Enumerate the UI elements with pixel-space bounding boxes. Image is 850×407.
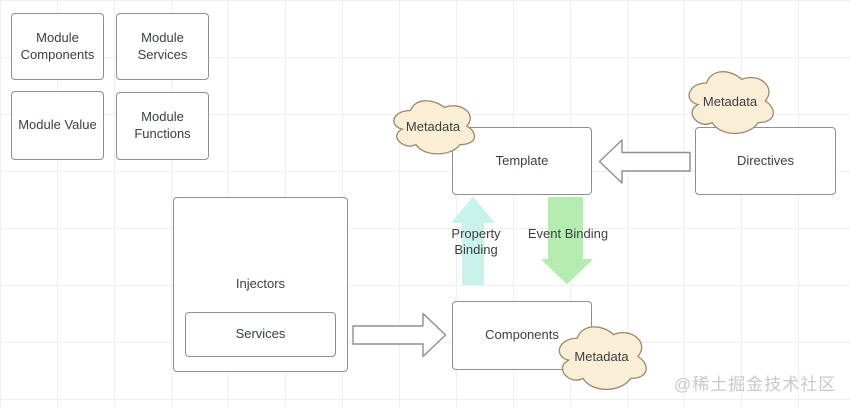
directives-label: Directives [736, 152, 795, 168]
cloud-icon [683, 65, 777, 137]
module-components-box: Module Components [11, 13, 104, 80]
right-arrow-shape [352, 312, 447, 358]
cloud-shape [689, 72, 773, 134]
services-label: Services [235, 326, 286, 342]
property-binding-label: Property Binding [451, 226, 501, 257]
template-metadata-label: Metadata [405, 118, 461, 134]
injectors-box: Injectors Services [173, 197, 348, 372]
down-arrow-shape [542, 197, 592, 284]
left-arrow-shape [598, 139, 691, 184]
module-services-box: Module Services [116, 13, 209, 80]
injectors-label: Injectors [235, 276, 286, 292]
event-binding-arrow-icon [542, 197, 592, 284]
cloud-icon [388, 95, 478, 157]
property-binding-arrow-icon [452, 197, 494, 285]
services-to-components-arrow-icon [352, 312, 447, 358]
directives-to-template-arrow-icon [598, 139, 691, 184]
watermark: @稀土掘金技术社区 [674, 375, 837, 394]
cloud-shape [394, 101, 475, 154]
module-value-label: Module Value [18, 117, 97, 133]
template-box: Template [452, 127, 592, 195]
directives-metadata-cloud: Metadata [683, 65, 777, 137]
components-metadata-cloud: Metadata [553, 320, 650, 393]
template-label: Template [495, 152, 549, 168]
up-arrow-shape [452, 197, 494, 285]
module-components-label: Module Components [20, 29, 95, 62]
template-metadata-cloud: Metadata [388, 95, 478, 157]
module-value-box: Module Value [11, 91, 104, 160]
module-functions-box: Module Functions [116, 92, 209, 160]
cloud-icon [553, 320, 650, 393]
components-label: Components [485, 327, 559, 343]
directives-box: Directives [695, 127, 836, 195]
directives-metadata-label: Metadata [702, 93, 758, 109]
event-binding-label: Event Binding [527, 226, 609, 241]
components-box: Components [452, 301, 592, 370]
components-metadata-label: Metadata [574, 349, 629, 364]
module-functions-label: Module Functions [134, 109, 191, 141]
services-box: Services [185, 312, 336, 357]
module-services-label: Module Services [137, 29, 188, 62]
cloud-shape [559, 327, 646, 390]
